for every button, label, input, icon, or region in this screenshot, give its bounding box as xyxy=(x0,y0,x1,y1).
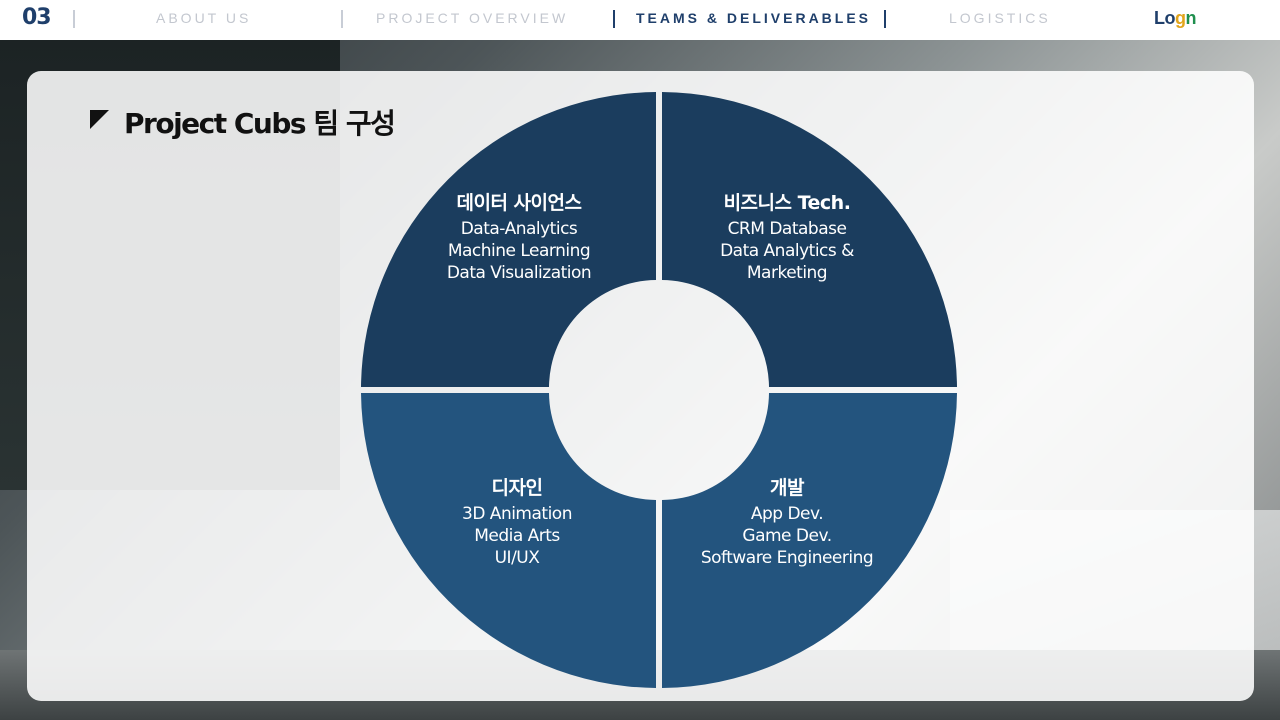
nav-divider xyxy=(341,10,343,28)
quadrant-item: 3D Animation xyxy=(462,504,572,524)
nav-item-about-us[interactable]: ABOUT US xyxy=(156,10,252,26)
quadrant-item: Software Engineering xyxy=(700,548,874,568)
quadrant-item: Marketing xyxy=(746,263,828,283)
quadrant-business-tech-text: 비즈니스 Tech. CRM Database Data Analytics &… xyxy=(667,188,907,284)
quadrant-title: 비즈니스 Tech. xyxy=(723,192,851,214)
quadrant-development xyxy=(662,393,957,688)
triangle-marker-icon xyxy=(90,110,109,129)
nav-item-project-overview[interactable]: PROJECT OVERVIEW xyxy=(376,10,569,26)
page-number: 03 xyxy=(22,5,52,30)
logo-text-part1: Lo xyxy=(1154,8,1176,28)
top-navigation-bar: 03 ABOUT US PROJECT OVERVIEW TEAMS & DEL… xyxy=(0,0,1280,40)
nav-divider-active-right xyxy=(884,10,886,28)
quadrant-title: 디자인 xyxy=(491,477,543,499)
quadrant-item: Data Analytics & xyxy=(720,241,854,261)
quadrant-item: Data Visualization xyxy=(446,263,592,283)
nav-divider xyxy=(73,10,75,28)
quadrant-data-science-text: 데이터 사이언스 Data-Analytics Machine Learning… xyxy=(400,188,638,284)
nav-divider-active-left xyxy=(613,10,615,28)
quadrant-design xyxy=(361,393,656,688)
nav-item-teams-deliverables[interactable]: TEAMS & DELIVERABLES xyxy=(636,10,872,26)
logo-text-part2: g xyxy=(1175,8,1186,28)
logo-text-part3: n xyxy=(1185,8,1197,28)
quadrant-item: CRM Database xyxy=(727,219,847,239)
quadrant-development-text: 개발 App Dev. Game Dev. Software Engineeri… xyxy=(667,473,907,569)
quadrant-design-text: 디자인 3D Animation Media Arts UI/UX xyxy=(400,473,634,569)
quadrant-data-science xyxy=(361,92,656,387)
quadrant-item: UI/UX xyxy=(494,548,540,568)
quadrant-business-tech xyxy=(662,92,957,387)
quadrant-title: 데이터 사이언스 xyxy=(456,192,582,214)
quadrant-item: Machine Learning xyxy=(447,241,591,261)
slide-title-text: Project Cubs 팀 구성 xyxy=(124,107,396,140)
quadrant-title: 개발 xyxy=(770,477,804,499)
quadrant-item: Data-Analytics xyxy=(460,219,578,239)
quadrant-item: Game Dev. xyxy=(742,526,832,546)
login-logo[interactable]: Logn xyxy=(1154,8,1196,29)
quadrant-item: App Dev. xyxy=(750,504,824,524)
nav-item-logistics[interactable]: LOGISTICS xyxy=(949,10,1051,26)
team-ring-diagram xyxy=(361,92,957,688)
quadrant-item: Media Arts xyxy=(474,526,560,546)
